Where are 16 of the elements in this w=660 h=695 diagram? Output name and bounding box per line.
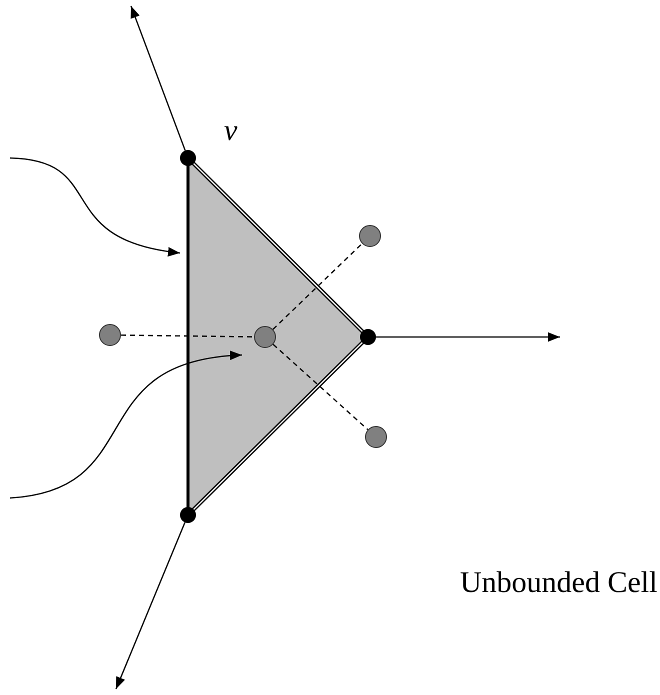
vertex-point — [360, 329, 376, 345]
dashed-line — [121, 334, 254, 338]
dashed-line — [272, 243, 363, 330]
vertex-label: v — [224, 116, 238, 146]
site-point — [365, 426, 387, 448]
vertex-point — [180, 150, 196, 166]
curved-arrow — [10, 157, 180, 256]
arrow — [130, 6, 186, 151]
caption-label: Unbounded Cell — [460, 568, 658, 598]
arrow — [115, 522, 186, 690]
vertex-point — [180, 507, 196, 523]
site-point — [99, 324, 121, 346]
arrow — [376, 332, 560, 342]
curved-arrow — [10, 351, 242, 499]
dashed-line — [272, 344, 368, 430]
site-point — [359, 225, 381, 247]
